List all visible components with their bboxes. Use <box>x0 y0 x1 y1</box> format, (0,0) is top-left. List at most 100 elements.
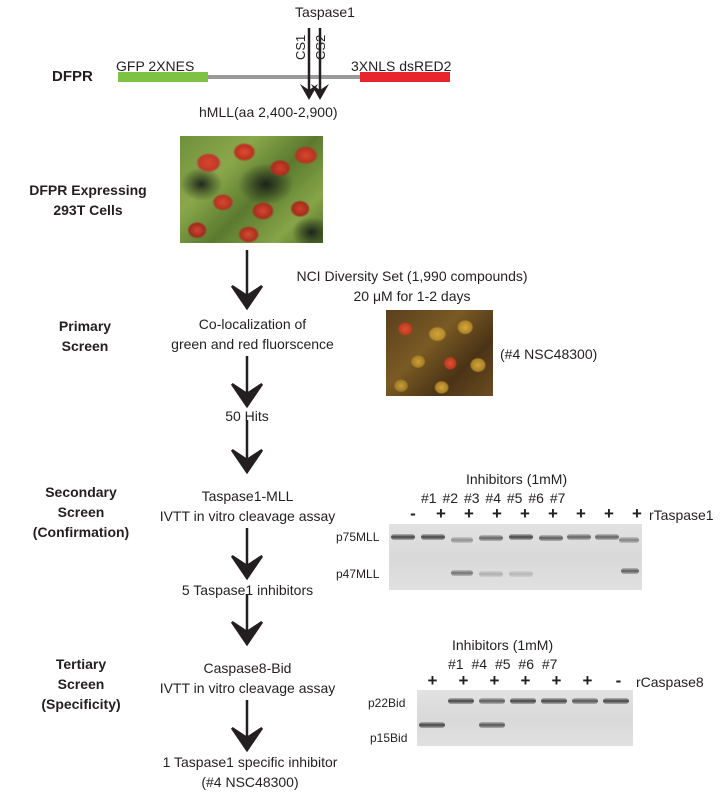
gel2-sign-6: + <box>582 671 593 690</box>
secondary-text-line1: Taspase1-MLL <box>201 488 294 504</box>
primary-stage-line1: Primary <box>58 318 112 334</box>
gel1-lane-6: #6 <box>528 490 544 506</box>
gel1-sign-7: + <box>576 504 586 523</box>
gel1-lane-4: #4 <box>485 490 501 506</box>
dfpr-construct-diagram <box>118 28 450 100</box>
taspase1-label: Taspase1 <box>295 4 355 20</box>
treatment-text: NCI Diversity Set (1,990 compounds) 20 μ… <box>262 266 562 306</box>
gfp-bar <box>118 72 208 82</box>
primary-text-line2: green and red fluorscence <box>171 336 334 352</box>
gel2-band <box>448 698 474 704</box>
gel2-band <box>510 698 536 704</box>
gel1-band <box>479 571 503 577</box>
gel1-band <box>391 534 415 540</box>
secondary-stage-line3: (Confirmation) <box>32 524 130 540</box>
linker-line <box>118 75 448 79</box>
gel1-band <box>421 534 445 540</box>
tertiary-result: 1 Taspase1 specific inhibitor (#4 NSC483… <box>120 752 380 792</box>
secondary-screen-stage: Secondary Screen (Confirmation) <box>6 482 156 542</box>
gel1-sign-2: + <box>436 504 446 523</box>
gel1-band <box>595 534 619 540</box>
gel2-lane-2: #4 <box>471 656 488 672</box>
gel2-band-top-label: p22Bid <box>368 696 406 710</box>
gel2-band <box>572 698 598 704</box>
dfpr-cells-micrograph <box>180 136 323 243</box>
hit-image-caption: (#4 NSC48300) <box>500 346 598 362</box>
gel1-lane-1: #1 <box>421 490 437 506</box>
gel1-lane-signs: -++++++++ <box>399 505 651 522</box>
gel2-band <box>479 722 505 728</box>
tertiary-screen-stage: Tertiary Screen (Specificity) <box>6 654 156 714</box>
gel2-sign-3: + <box>489 671 500 690</box>
gel1-title: Inhibitors (1mM) <box>466 471 568 487</box>
gel1-band <box>621 568 639 574</box>
gel2-band <box>541 698 567 704</box>
gel2-band-bottom-label: p15Bid <box>370 731 408 745</box>
gel2-sign-4: + <box>520 671 531 690</box>
gel2-lane-1: #1 <box>448 656 464 672</box>
tertiary-stage-line1: Tertiary <box>55 656 107 672</box>
gel2-title: Inhibitors (1mM) <box>452 637 554 653</box>
gel1-lane-3: #3 <box>463 490 480 506</box>
gel2-lane-signs: + + + + + + - <box>417 672 634 689</box>
gel1-enzyme-label: rTaspase1 <box>649 507 714 523</box>
tertiary-stage-line3: (Specificity) <box>41 696 121 712</box>
treatment-line2: 20 μM for 1-2 days <box>353 288 471 304</box>
gel1-lane-7: #7 <box>549 490 566 506</box>
tertiary-text-line1: Caspase8-Bid <box>203 660 292 676</box>
gel2-enzyme-label: rCaspase8 <box>636 674 704 690</box>
primary-screen-stage: Primary Screen <box>20 316 150 356</box>
cells-label: DFPR Expressing 293T Cells <box>0 180 176 220</box>
gel2-band <box>603 698 629 704</box>
tertiary-text-line2: IVTT in vitro cleavage assay <box>159 680 336 696</box>
gel1-lane-5: #5 <box>506 490 523 506</box>
secondary-screen-text: Taspase1-MLL IVTT in vitro cleavage assa… <box>140 486 355 526</box>
treatment-line1: NCI Diversity Set (1,990 compounds) <box>296 268 528 284</box>
gel1-image <box>389 524 642 590</box>
hits-count: 50 Hits <box>225 408 269 424</box>
primary-text-line1: Co-localization of <box>198 316 307 332</box>
gel1-band <box>567 534 591 540</box>
gel2-band <box>419 722 445 728</box>
cells-label-line2: 293T Cells <box>53 202 123 218</box>
dfpr-label: DFPR <box>52 68 93 85</box>
gel1-sign-1: - <box>410 504 416 523</box>
gfp-2xnes-label: GFP 2XNES <box>116 58 195 74</box>
gel1-lane-2: #2 <box>442 490 459 506</box>
gel1-sign-4: + <box>492 504 502 523</box>
hit-micrograph <box>386 310 493 396</box>
secondary-stage-line1: Secondary <box>45 484 117 500</box>
hmll-region-label: hMLL(aa 2,400-2,900) <box>199 104 338 120</box>
gel1-sign-3: + <box>464 504 474 523</box>
cells-label-line1: DFPR Expressing <box>29 182 147 198</box>
secondary-text-line2: IVTT in vitro cleavage assay <box>159 508 336 524</box>
cleavage-arrows <box>300 28 329 100</box>
tertiary-stage-line2: Screen <box>57 676 105 692</box>
tertiary-screen-text: Caspase8-Bid IVTT in vitro cleavage assa… <box>140 658 355 698</box>
gel1-band <box>509 571 533 577</box>
secondary-result: 5 Taspase1 inhibitors <box>181 582 314 598</box>
dsred-bar <box>360 72 450 82</box>
gel2-sign-5: + <box>551 671 562 690</box>
tertiary-result-line1: 1 Taspase1 specific inhibitor <box>162 754 338 770</box>
gel2-sign-2: + <box>458 671 469 690</box>
gel1-sign-6: + <box>548 504 558 523</box>
gel2-image <box>417 690 633 746</box>
tertiary-result-line2: (#4 NSC48300) <box>201 774 299 790</box>
gel1-sign-8: + <box>604 504 614 523</box>
gel1-sign-9: + <box>632 504 642 523</box>
gel1-band <box>539 535 563 541</box>
gel1-band <box>619 537 639 543</box>
gel2-lane-numbers: #1 #4 #5 #6 #7 <box>448 656 557 673</box>
primary-screen-text: Co-localization of green and red fluorsc… <box>145 314 360 354</box>
gel2-lane-4: #6 <box>518 656 534 672</box>
gel1-band <box>509 534 533 540</box>
primary-stage-line2: Screen <box>61 338 109 354</box>
gel1-band-top-label: p75MLL <box>336 530 380 544</box>
gel2-lane-5: #7 <box>541 656 558 672</box>
gel2-sign-7: - <box>615 671 622 690</box>
gel1-band <box>451 570 473 576</box>
gel2-sign-1: + <box>427 671 438 690</box>
gel2-band <box>479 698 505 704</box>
